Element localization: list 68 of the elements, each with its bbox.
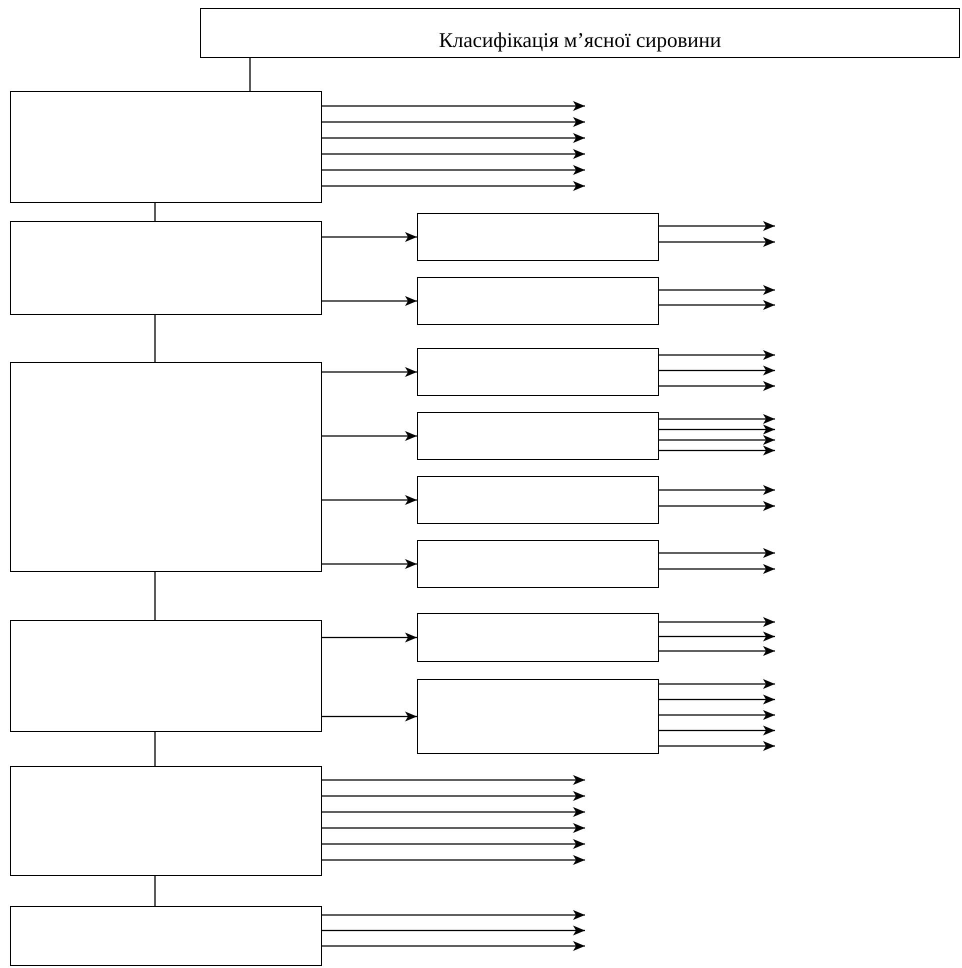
arrow bbox=[659, 221, 775, 231]
title-box bbox=[200, 8, 960, 58]
empty-box bbox=[417, 277, 659, 325]
arrow bbox=[322, 941, 585, 951]
arrow bbox=[659, 446, 775, 456]
arrow bbox=[659, 632, 775, 642]
arrow bbox=[659, 548, 775, 558]
arrow bbox=[322, 181, 585, 191]
arrow bbox=[659, 679, 775, 689]
connector-line bbox=[154, 203, 156, 221]
arrow bbox=[659, 741, 775, 751]
arrow bbox=[322, 133, 585, 143]
title-text: Класифікація м’ясної сировини bbox=[438, 26, 722, 53]
connector-line bbox=[154, 572, 156, 620]
arrow bbox=[322, 807, 585, 817]
empty-box bbox=[417, 213, 659, 261]
arrow bbox=[322, 117, 585, 127]
empty-box bbox=[10, 221, 322, 315]
arrow bbox=[322, 855, 585, 865]
arrow bbox=[322, 101, 585, 111]
arrow bbox=[659, 381, 775, 391]
arrow bbox=[659, 300, 775, 310]
arrow bbox=[659, 564, 775, 574]
empty-box bbox=[417, 412, 659, 460]
empty-box bbox=[417, 679, 659, 754]
arrow bbox=[322, 367, 417, 377]
arrow bbox=[659, 435, 775, 445]
arrow bbox=[659, 285, 775, 295]
arrow bbox=[322, 791, 585, 801]
empty-box bbox=[10, 91, 322, 203]
arrow bbox=[659, 350, 775, 360]
arrow bbox=[659, 710, 775, 720]
arrow bbox=[322, 495, 417, 505]
arrow bbox=[659, 726, 775, 736]
arrow bbox=[659, 414, 775, 424]
empty-box bbox=[417, 476, 659, 524]
arrow bbox=[322, 296, 417, 306]
empty-box bbox=[417, 348, 659, 396]
connector-line bbox=[154, 876, 156, 906]
empty-box bbox=[417, 613, 659, 662]
connector-line bbox=[154, 315, 156, 362]
arrow bbox=[659, 485, 775, 495]
arrow bbox=[659, 501, 775, 511]
arrow bbox=[659, 424, 775, 434]
empty-box bbox=[10, 906, 322, 966]
empty-box bbox=[10, 620, 322, 732]
arrow bbox=[659, 646, 775, 656]
arrow bbox=[322, 559, 417, 569]
arrow bbox=[659, 694, 775, 704]
connector-line bbox=[154, 732, 156, 766]
arrow bbox=[322, 232, 417, 242]
arrow bbox=[322, 839, 585, 849]
empty-box bbox=[10, 766, 322, 876]
arrow bbox=[322, 431, 417, 441]
arrow bbox=[322, 165, 585, 175]
arrow bbox=[659, 617, 775, 627]
arrow bbox=[322, 149, 585, 159]
connector-line bbox=[249, 58, 251, 91]
arrow bbox=[322, 632, 417, 642]
arrow bbox=[322, 926, 585, 936]
arrow bbox=[322, 775, 585, 785]
empty-box bbox=[417, 540, 659, 588]
empty-box bbox=[10, 362, 322, 572]
arrow bbox=[322, 823, 585, 833]
arrow bbox=[322, 910, 585, 920]
arrow bbox=[659, 237, 775, 247]
arrow bbox=[659, 366, 775, 376]
arrow bbox=[322, 712, 417, 722]
